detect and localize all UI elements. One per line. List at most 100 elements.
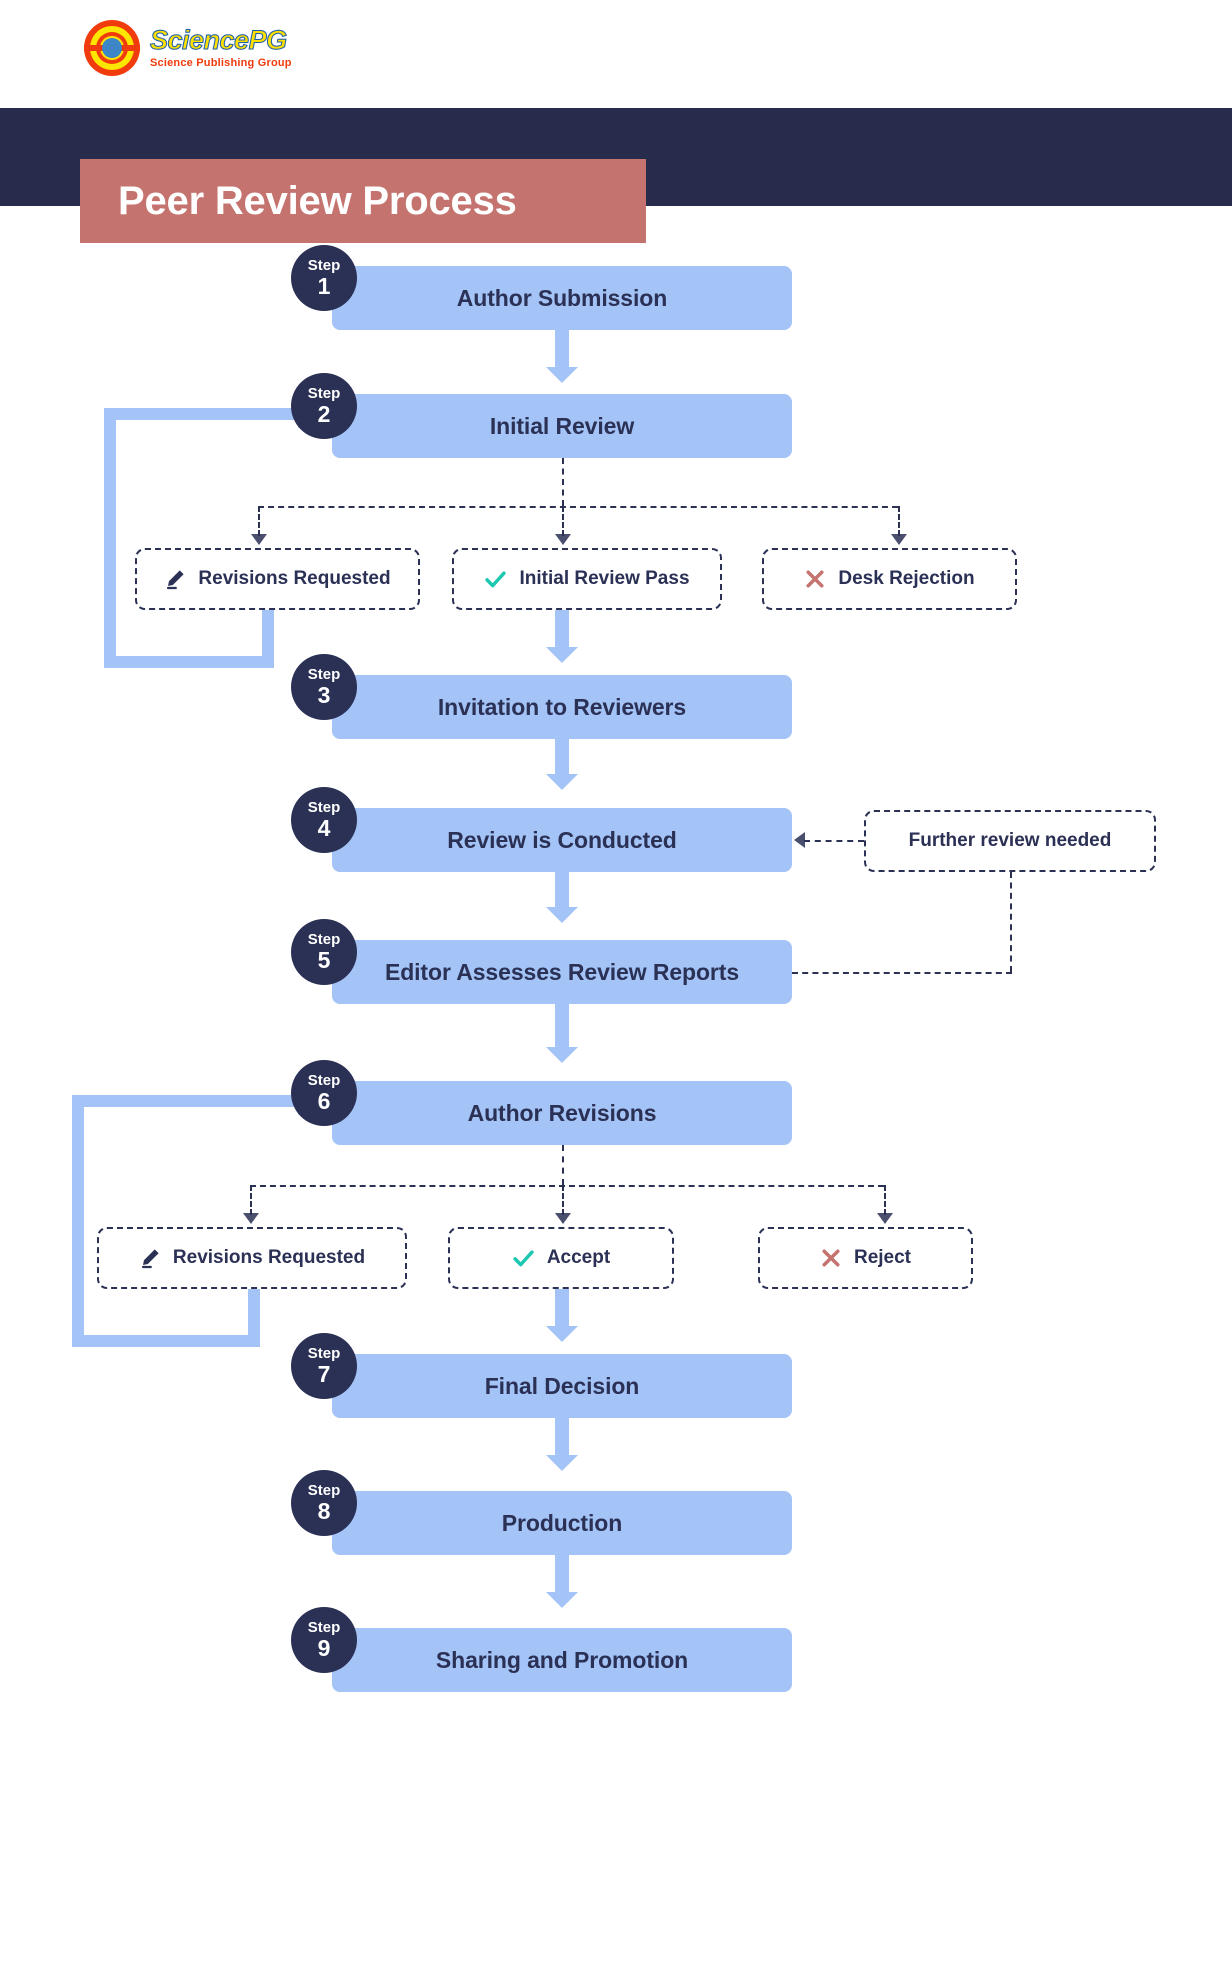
step-node-9[interactable]: Sharing and Promotion [332,1628,792,1692]
step-node-7[interactable]: Final Decision [332,1354,792,1418]
check-icon [484,568,507,591]
step-badge-8: Step 8 [291,1470,357,1536]
step-badge-8-number: 8 [317,1497,331,1524]
step-node-8[interactable]: Production [332,1491,792,1555]
loop2-bottom [72,1335,260,1347]
arrow-step5-to-step6 [546,1004,578,1063]
dash-step2-stem [562,458,564,506]
dash-head-feedback [794,832,805,848]
step-badge-9-word: Step [307,1618,341,1636]
arrow-step3-to-step4 [546,739,578,790]
step-badge-6-word: Step [307,1071,341,1089]
dash-head-revisions-2 [243,1213,259,1224]
pencil-icon [139,1247,161,1269]
step-badge-3-number: 3 [317,681,331,708]
cross-icon [804,568,826,590]
step-node-9-label: Sharing and Promotion [435,1646,689,1673]
dash-step2-bus [258,506,898,508]
arrow-step1-to-step2 [546,330,578,383]
outcome-box-desk-rejection[interactable]: Desk Rejection [762,548,1017,610]
step-badge-2-word: Step [307,384,341,402]
dash-to-desk-rejection [898,506,900,536]
loop1-bottom [104,656,274,668]
step-node-5[interactable]: Editor Assesses Review Reports [332,940,792,1004]
arrow-accept-to-step7 [546,1289,578,1342]
loop2-top [72,1095,300,1107]
step-badge-7-word: Step [307,1344,341,1362]
cross-icon [820,1247,842,1269]
dash-head-desk-rejection [891,534,907,545]
dash-step6-bus [250,1185,884,1187]
loop1-top [104,408,300,420]
outcome-label: Accept [546,1247,611,1268]
outcome-box-revisions-requested-1[interactable]: Revisions Requested [135,548,420,610]
outcome-box-further-review-needed[interactable]: Further review needed [864,810,1156,872]
loop2-down-stub [248,1289,260,1347]
flow-canvas: Author Submission Step 1 Initial Review … [0,206,1232,1986]
step-badge-7-number: 7 [317,1360,331,1387]
arrow-step8-to-step9 [546,1555,578,1608]
outcome-label: Reject [853,1247,912,1268]
check-icon [512,1247,535,1270]
step-node-4[interactable]: Review is Conducted [332,808,792,872]
dash-feedback-to-step4 [804,840,864,842]
outcome-label: Further review needed [908,830,1112,851]
logo-bar: SciencePG Science Publishing Group [0,0,1232,108]
step-badge-9-number: 9 [317,1634,331,1661]
outcome-box-reject[interactable]: Reject [758,1227,973,1289]
step-node-3-label: Invitation to Reviewers [437,693,687,720]
dash-step6-stem [562,1145,564,1185]
arrow-step7-to-step8 [546,1418,578,1471]
brand-logo[interactable]: SciencePG Science Publishing Group [84,20,292,76]
step-badge-3-word: Step [307,665,341,683]
sciencepg-bullseye-logo-icon [84,20,140,76]
dash-to-pass-1 [562,506,564,536]
dash-feedback-from-step5 [792,972,1012,974]
pencil-icon [164,568,186,590]
step-node-2-label: Initial Review [489,412,635,439]
step-node-6[interactable]: Author Revisions [332,1081,792,1145]
dash-head-reject [877,1213,893,1224]
brand-tagline: Science Publishing Group [150,57,292,69]
step-badge-4-word: Step [307,798,341,816]
step-node-1[interactable]: Author Submission [332,266,792,330]
step-badge-6-number: 6 [317,1087,331,1114]
dash-to-revisions-2 [250,1185,252,1215]
step-badge-8-word: Step [307,1481,341,1499]
step-badge-1-number: 1 [317,272,331,299]
title-plate: Peer Review Process [80,159,646,243]
outcome-label: Revisions Requested [198,568,391,589]
step-badge-4-number: 4 [317,814,331,841]
step-node-7-label: Final Decision [484,1372,640,1399]
step-badge-7: Step 7 [291,1333,357,1399]
dash-feedback-down [1010,872,1012,972]
dash-head-pass-1 [555,534,571,545]
step-badge-6: Step 6 [291,1060,357,1126]
dash-to-revisions-1 [258,506,260,536]
arrow-step4-to-step5 [546,872,578,923]
step-node-3[interactable]: Invitation to Reviewers [332,675,792,739]
outcome-box-revisions-requested-2[interactable]: Revisions Requested [97,1227,407,1289]
outcome-label: Desk Rejection [838,568,975,589]
brand-text: SciencePG Science Publishing Group [150,25,292,69]
dash-to-accept [562,1185,564,1215]
loop2-left [72,1095,84,1347]
step-badge-9: Step 9 [291,1607,357,1673]
step-node-5-label: Editor Assesses Review Reports [384,958,740,985]
brand-name: SciencePG [150,25,288,55]
step-node-4-label: Review is Conducted [447,826,677,853]
step-badge-2: Step 2 [291,373,357,439]
outcome-box-accept[interactable]: Accept [448,1227,674,1289]
step-badge-4: Step 4 [291,787,357,853]
arrow-pass-to-step3 [546,610,578,663]
step-node-6-label: Author Revisions [467,1099,657,1126]
step-badge-1-word: Step [307,256,341,274]
loop1-down-stub [262,610,274,668]
outcome-box-initial-review-pass[interactable]: Initial Review Pass [452,548,722,610]
loop1-left [104,408,116,668]
step-node-2[interactable]: Initial Review [332,394,792,458]
step-badge-5-word: Step [307,930,341,948]
step-badge-5-number: 5 [317,946,331,973]
dash-head-revisions-1 [251,534,267,545]
